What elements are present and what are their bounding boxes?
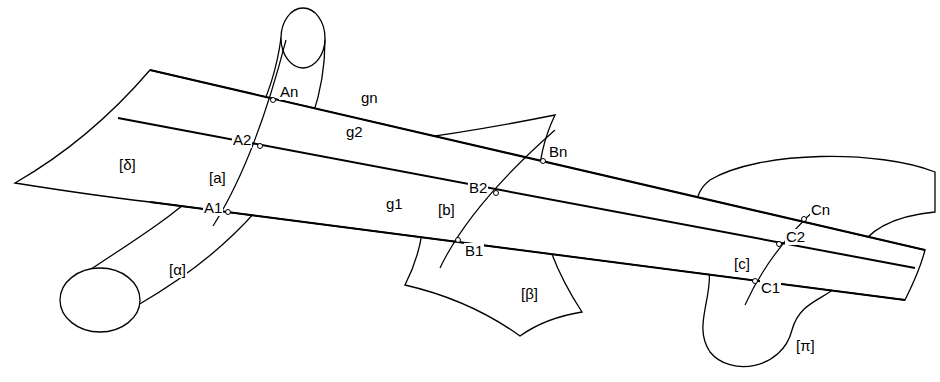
- line-label: gn: [360, 90, 379, 106]
- point: [777, 242, 782, 247]
- curve-label: [b]: [437, 202, 456, 218]
- line-label: g1: [385, 196, 404, 212]
- curve-label: [a]: [208, 170, 227, 186]
- point: [802, 217, 807, 222]
- ruling-line: [150, 70, 925, 250]
- point-label: C2: [785, 229, 806, 245]
- point-label: A1: [203, 200, 223, 216]
- curve-label: [c]: [733, 256, 751, 272]
- point-label: A2: [232, 132, 252, 148]
- directrix-c: [745, 205, 820, 305]
- surface-label: [δ]: [118, 157, 137, 173]
- surface-delta: [15, 70, 925, 300]
- surface-label: [α]: [168, 262, 187, 278]
- point-label: Bn: [548, 144, 568, 160]
- point: [541, 159, 546, 164]
- ruling-line: [118, 118, 915, 268]
- point: [456, 238, 461, 243]
- point: [753, 279, 758, 284]
- point-label: Cn: [810, 202, 831, 218]
- point-label: B2: [468, 180, 488, 196]
- surface-label: [β]: [520, 286, 539, 302]
- directrix-a: [213, 40, 286, 226]
- cylinder-bottom-end: [60, 268, 140, 332]
- surface-label: [π]: [795, 338, 816, 354]
- directrix-b: [440, 130, 555, 268]
- point: [258, 144, 263, 149]
- line-label: g2: [345, 124, 364, 140]
- point-label: An: [279, 84, 299, 100]
- point-label: C1: [760, 280, 781, 296]
- point-label: B1: [464, 243, 484, 259]
- cylinder-top-end: [281, 8, 325, 68]
- point: [226, 210, 231, 215]
- point: [494, 191, 499, 196]
- point: [271, 98, 276, 103]
